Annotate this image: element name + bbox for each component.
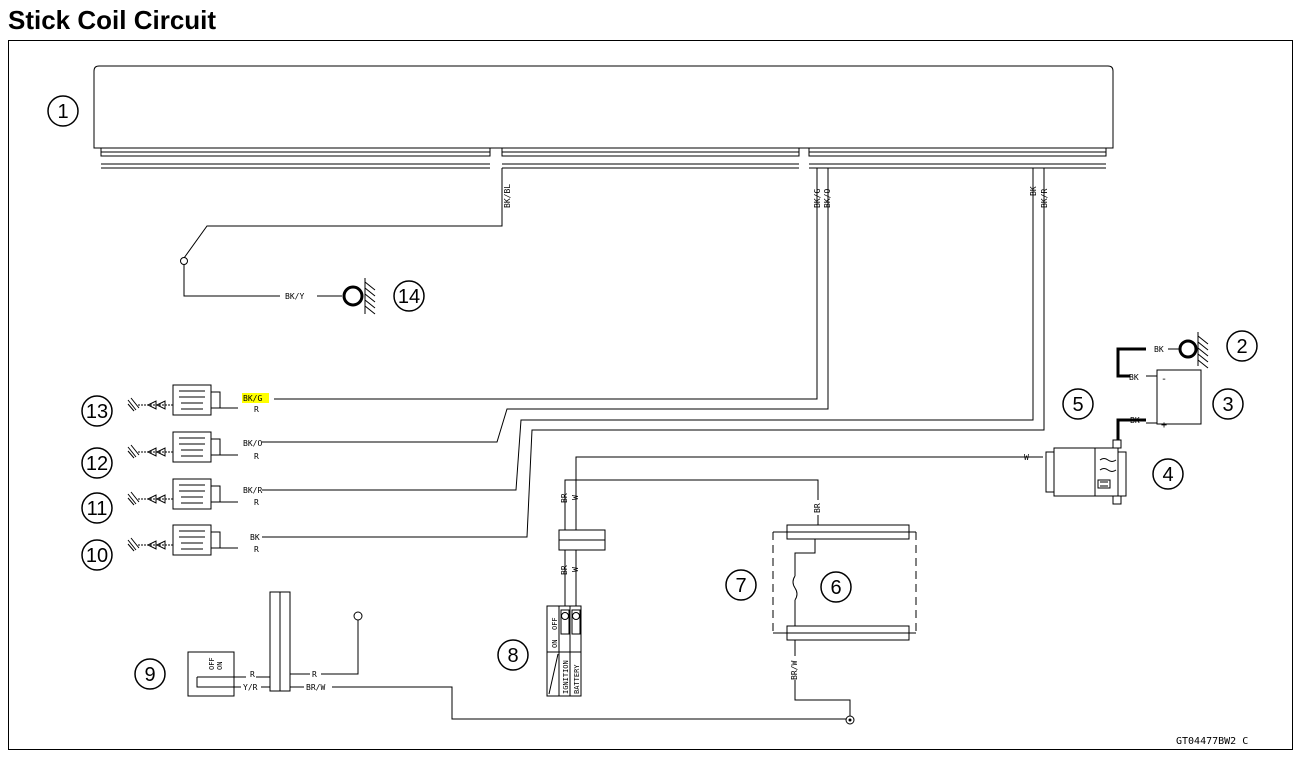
label-r-13: R <box>254 405 259 414</box>
wire-bk-r <box>262 168 1034 491</box>
wire-bk-bl <box>180 168 503 297</box>
switch-off: OFF <box>208 657 216 670</box>
diagram-frame <box>8 40 1293 750</box>
callout-12: 12 <box>81 447 113 479</box>
svg-text:12: 12 <box>86 453 108 475</box>
callout-6: 6 <box>820 571 852 603</box>
stick-coil-13 <box>138 384 221 416</box>
relay-4 <box>1045 439 1127 505</box>
battery-3 <box>1116 347 1202 440</box>
ecu <box>93 65 1114 169</box>
highlight-bk-g <box>242 393 269 403</box>
callout-9: 9 <box>134 658 166 690</box>
label-r-main: R <box>312 670 317 679</box>
label-r-11: R <box>254 498 259 507</box>
label-y-r: Y/R <box>243 683 258 692</box>
stick-coils <box>127 384 221 556</box>
switch8-battery: BATTERY <box>573 664 581 694</box>
label-bk-g-coil: BK/G <box>243 394 262 403</box>
junction-connector <box>269 591 291 692</box>
callout-3: 3 <box>1212 388 1244 420</box>
svg-text:4: 4 <box>1162 464 1173 486</box>
label-w-top: W <box>1024 453 1029 462</box>
callout-10: 10 <box>81 539 113 571</box>
callout-2: 2 <box>1226 330 1258 362</box>
callout-8: 8 <box>497 639 529 671</box>
main-switch-8 <box>546 605 582 697</box>
svg-text:13: 13 <box>86 401 108 423</box>
callout-5: 5 <box>1062 388 1094 420</box>
fuse-box-6 <box>772 524 917 641</box>
svg-text:7: 7 <box>735 575 746 597</box>
battery-minus: - <box>1161 374 1167 385</box>
wire-w <box>575 456 1043 530</box>
callout-13: 13 <box>81 395 113 427</box>
diagram-title: Stick Coil Circuit <box>8 5 217 35</box>
stick-coil-12 <box>138 431 221 463</box>
switch-on: ON <box>216 662 224 670</box>
stick-coil-11 <box>138 478 221 510</box>
switch8-ignition: IGNITION <box>562 660 570 694</box>
battery-plus: + <box>1161 420 1167 431</box>
svg-text:5: 5 <box>1072 394 1083 416</box>
svg-text:14: 14 <box>398 286 420 308</box>
ground-2-icon <box>1178 332 1209 369</box>
label-w-8-top: W <box>571 495 580 500</box>
stick-coil-10 <box>138 524 221 556</box>
callout-14: 14 <box>393 280 425 312</box>
label-br-w-right: BR/W <box>790 661 799 680</box>
callout-11: 11 <box>81 492 113 524</box>
svg-text:2: 2 <box>1236 336 1247 358</box>
switch8-on: ON <box>551 640 559 648</box>
label-r-10: R <box>254 545 259 554</box>
label-r-12: R <box>254 452 259 461</box>
label-bk-bl: BK/BL <box>503 184 512 208</box>
svg-text:9: 9 <box>144 664 155 686</box>
label-bk-o-coil: BK/O <box>243 439 262 448</box>
svg-text:6: 6 <box>830 577 841 599</box>
label-br-8-bottom: BR <box>560 565 569 575</box>
callout-1: 1 <box>47 95 79 127</box>
svg-text:8: 8 <box>507 645 518 667</box>
wire-br-w <box>332 686 849 720</box>
label-bk-y: BK/Y <box>285 292 304 301</box>
ignition-switch-9 <box>187 651 235 697</box>
label-r-switch: R <box>250 670 255 679</box>
wire-br <box>564 479 819 530</box>
label-bk-battery-plus: BK <box>1130 416 1140 425</box>
label-bk-coil: BK <box>250 533 260 542</box>
wire-bk-o <box>262 168 829 443</box>
wire-r-main <box>321 620 359 675</box>
svg-text:3: 3 <box>1222 394 1233 416</box>
callout-4: 4 <box>1152 458 1184 490</box>
svg-text:10: 10 <box>86 545 108 567</box>
label-bk-ground-2: BK <box>1154 345 1164 354</box>
ground-bottom-icon <box>845 715 855 725</box>
label-bk-battery-minus: BK <box>1129 373 1139 382</box>
label-bk-r-coil: BK/R <box>243 486 262 495</box>
ground-14-icon <box>342 278 376 315</box>
label-w-8-bottom: W <box>571 567 580 572</box>
svg-text:11: 11 <box>87 498 108 520</box>
wire-bk-g <box>274 168 818 400</box>
switch8-off: OFF <box>551 617 559 630</box>
svg-text:1: 1 <box>57 101 68 123</box>
label-br-6: BR <box>813 503 822 513</box>
callout-7: 7 <box>725 569 757 601</box>
figure-code: GT04477BW2 C <box>1176 736 1248 747</box>
label-br-top: BR <box>560 493 569 503</box>
wire-bk <box>262 168 1045 538</box>
label-br-w-left: BR/W <box>306 683 325 692</box>
